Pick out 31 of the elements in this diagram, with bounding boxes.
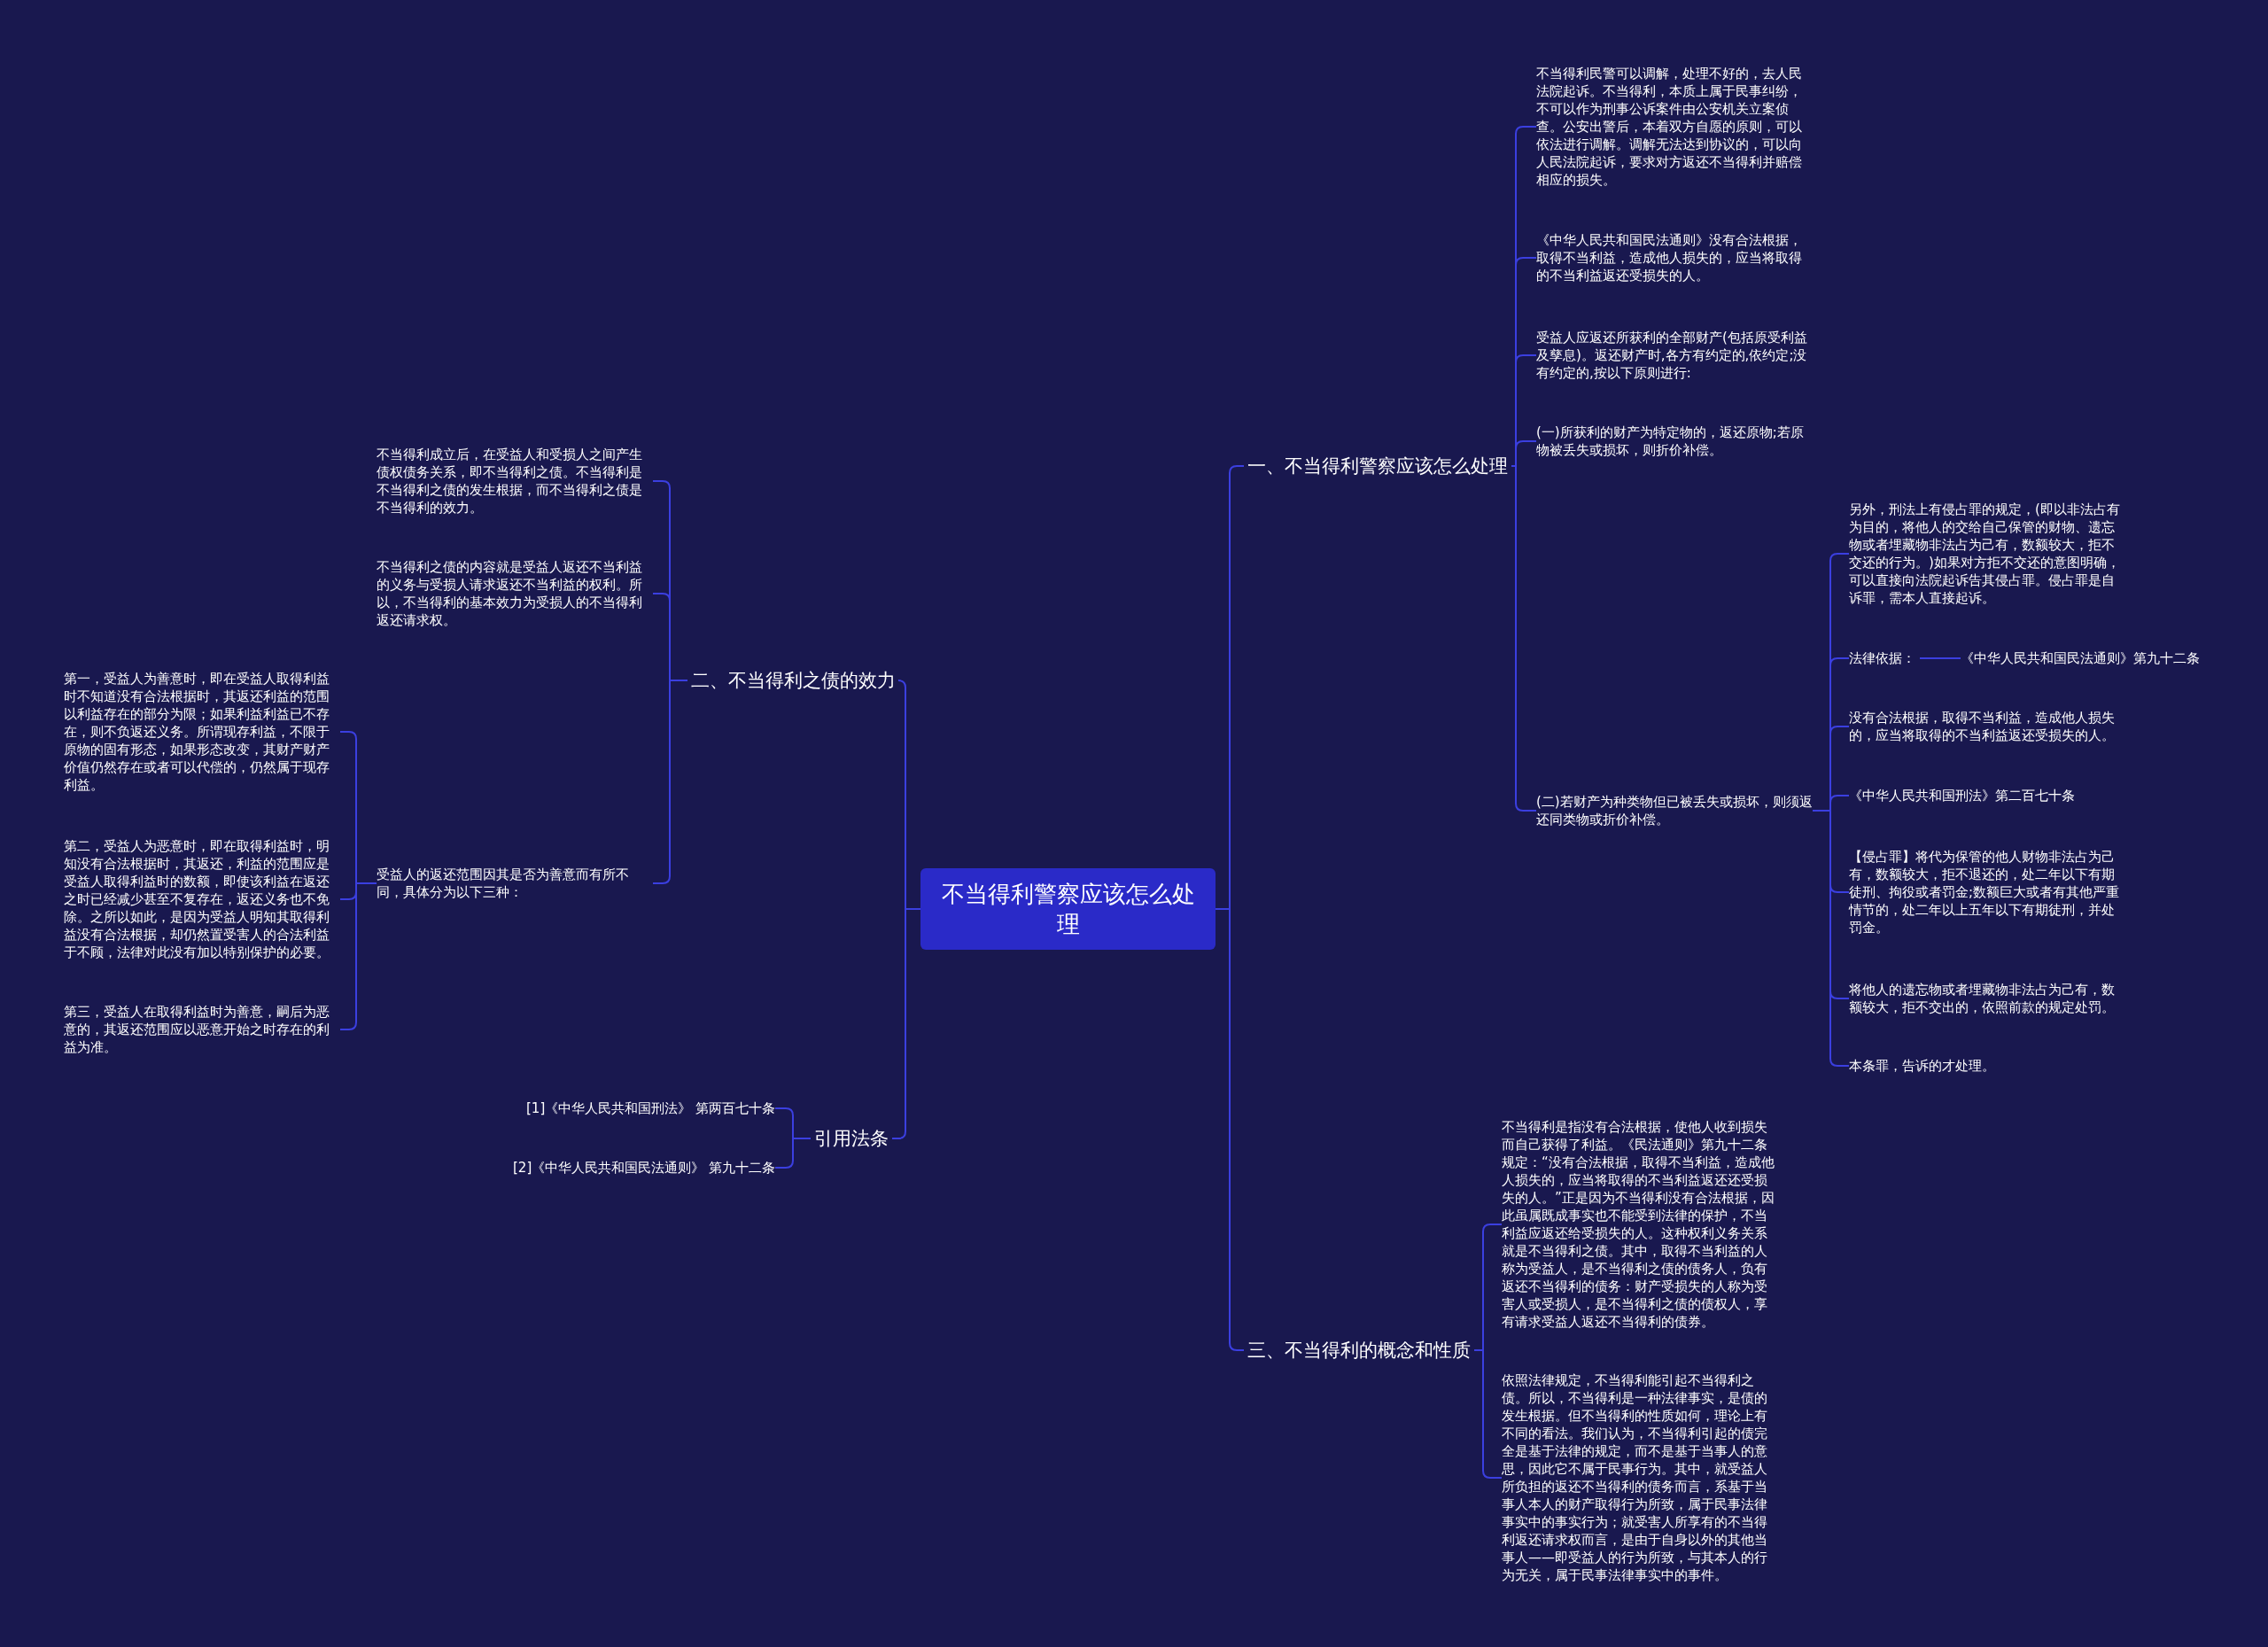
branch-topic: 三、不当得利的概念和性质 bbox=[1244, 1336, 1474, 1364]
connector-line bbox=[1919, 657, 1961, 659]
text-note: 本条罪，告诉的才处理。 bbox=[1849, 1057, 1995, 1075]
text-note: 没有合法根据，取得不当利益，造成他人损失的，应当将取得的不当利益返还受损失的人。 bbox=[1849, 709, 2125, 744]
text-note: 《中华人民共和国刑法》第二百七十条 bbox=[1849, 787, 2075, 804]
connector-line bbox=[774, 1138, 812, 1169]
text-note: (一)所获利的财产为特定物的，返还原物;若原物被丢失或损坏，则折价补偿。 bbox=[1536, 423, 1813, 459]
branch-topic: 一、不当得利警察应该怎么处理 bbox=[1244, 452, 1511, 480]
text-note: 第三，受益人在取得利益时为善意，嗣后为恶意的，其返还范围应以恶意开始之时存在的利益为准。 bbox=[64, 1003, 340, 1056]
text-note: 另外，刑法上有侵占罪的规定，(即以非法占有为目的，将他人的交给自己保管的财物、遗忘物或者埋藏物非法占为己有，数额较大，拒不交还的行为。)如果对方拒不交还的意图明确，可以直接向法院起诉告其侵占罪。侵占罪是自诉罪，需本人直接起诉。 bbox=[1849, 501, 2125, 607]
text-note: (二)若财产为种类物但已被丢失或损坏，则须返还同类物或折价补偿。 bbox=[1536, 793, 1813, 828]
connector-line bbox=[891, 908, 921, 1139]
branch-topic: 引用法条 bbox=[811, 1124, 892, 1153]
text-note: 【侵占罪】将代为保管的他人财物非法占为己有，数额较大，拒不退还的，处二年以下有期徒刑、拘役或者罚金;数额巨大或者有其他严重情节的，处二年以上五年以下有期徒刑，并处罚金。 bbox=[1849, 848, 2125, 936]
text-note: [1]《中华人民共和国刑法》 第两百七十条 bbox=[526, 1099, 775, 1117]
branch-topic: 二、不当得利之债的效力 bbox=[687, 666, 899, 695]
text-note: 法律依据： bbox=[1849, 649, 1920, 667]
text-note: 不当得利民警可以调解，处理不好的，去人民法院起诉。不当得利，本质上属于民事纠纷，不可以作为刑事公诉案件由公安机关立案侦查。公安出警后，本着双方自愿的原则，可以依法进行调解。调解无法达到协议的，可以向人民法院起诉，要求对方返还不当得利并赔偿相应的损失。 bbox=[1536, 65, 1813, 189]
text-note: 不当得利是指没有合法根据，使他人收到损失而自己获得了利益。《民法通则》第九十二条规定：“没有合法根据，取得不当利益，造成他人损失的，应当将取得的不当利益返还还受损失的人。”正是因为不当得利没有合法根据，因此虽属既成事实也不能受到法律的保护，不当利益应返还给受损失的人。这种权利义务关系就是不当得利之债。其中，取得不当利益的人称为受益人，是不当得利之债的债务人，负有返还不当得利的债务：财产受损失的人称为受害人或受损人，是不当得利之债的债权人，享有请求受益人返还不当得利的债券。 bbox=[1502, 1118, 1778, 1331]
text-note: 将他人的遗忘物或者埋藏物非法占为己有，数额较大，拒不交出的，依照前款的规定处罚。 bbox=[1849, 981, 2125, 1016]
text-note: 依照法律规定，不当得利能引起不当得利之债。所以，不当得利是一种法律事实，是债的发生根据。但不当得利的性质如何，理论上有不同的看法。我们认为，不当得利引起的债完全是基于法律的规定，而不是基于当事人的意思，因此它不属于民事行为。其中，就受益人所负担的返还不当得利的债务而言，系基于当事人本人的财产取得行为所致，属于民事法律事实中的事实行为；就受害人所享有的不当得利返还请求权而言，是由于自身以外的其他当事人——即受益人的行为所致，与其本人的行为无关，属于民事法律事实中的事件。 bbox=[1502, 1371, 1778, 1584]
text-note: 第一，受益人为善意时，即在受益人取得利益时不知道没有合法根据时，其返还利益的范围以利益存在的部分为限；如果利益利益已不存在，则不负返还义务。所谓现存利益，不限于原物的固有形态，如果形态改变，其财产财产价值仍然存在或者可以代偿的，仍然属于现存利益。 bbox=[64, 670, 340, 794]
text-note: 不当得利之债的内容就是受益人返还不当利益的义务与受损人请求返还不当利益的权利。所以，不当得利的基本效力为受损人的不当得利返还请求权。 bbox=[377, 558, 653, 629]
text-note: 不当得利成立后，在受益人和受损人之间产生债权债务关系，即不当得利之债。不当得利是不当得利之债的发生根据，而不当得利之债是不当得利的效力。 bbox=[377, 446, 653, 517]
text-note: 受益人的返还范围因其是否为善意而有所不同，具体分为以下三种： bbox=[377, 866, 653, 901]
central-topic: 不当得利警察应该怎么处理 bbox=[920, 868, 1216, 950]
text-note: 受益人应返还所获利的全部财产(包括原受利益及孳息)。返还财产时,各方有约定的,依约定;没有约定的,按以下原则进行: bbox=[1536, 329, 1813, 382]
text-note: 第二，受益人为恶意时，即在取得利益时，明知没有合法根据时，其返还，利益的范围应是受益人取得利益时的数额，即使该利益在返还之时已经减少甚至不复存在，返还义务也不免除。之所以如此，是因为受益人明知其取得利益没有合法根据，却仍然置受害人的合法利益于不顾，法律对此没有加以特别保护的必要。 bbox=[64, 837, 340, 961]
text-note: [2]《中华人民共和国民法通则》 第九十二条 bbox=[513, 1159, 775, 1177]
text-note: 《中华人民共和国民法通则》没有合法根据，取得不当利益，造成他人损失的，应当将取得的不当利益返还受损失的人。 bbox=[1536, 231, 1813, 284]
text-note: 《中华人民共和国民法通则》第九十二条 bbox=[1961, 649, 2200, 667]
